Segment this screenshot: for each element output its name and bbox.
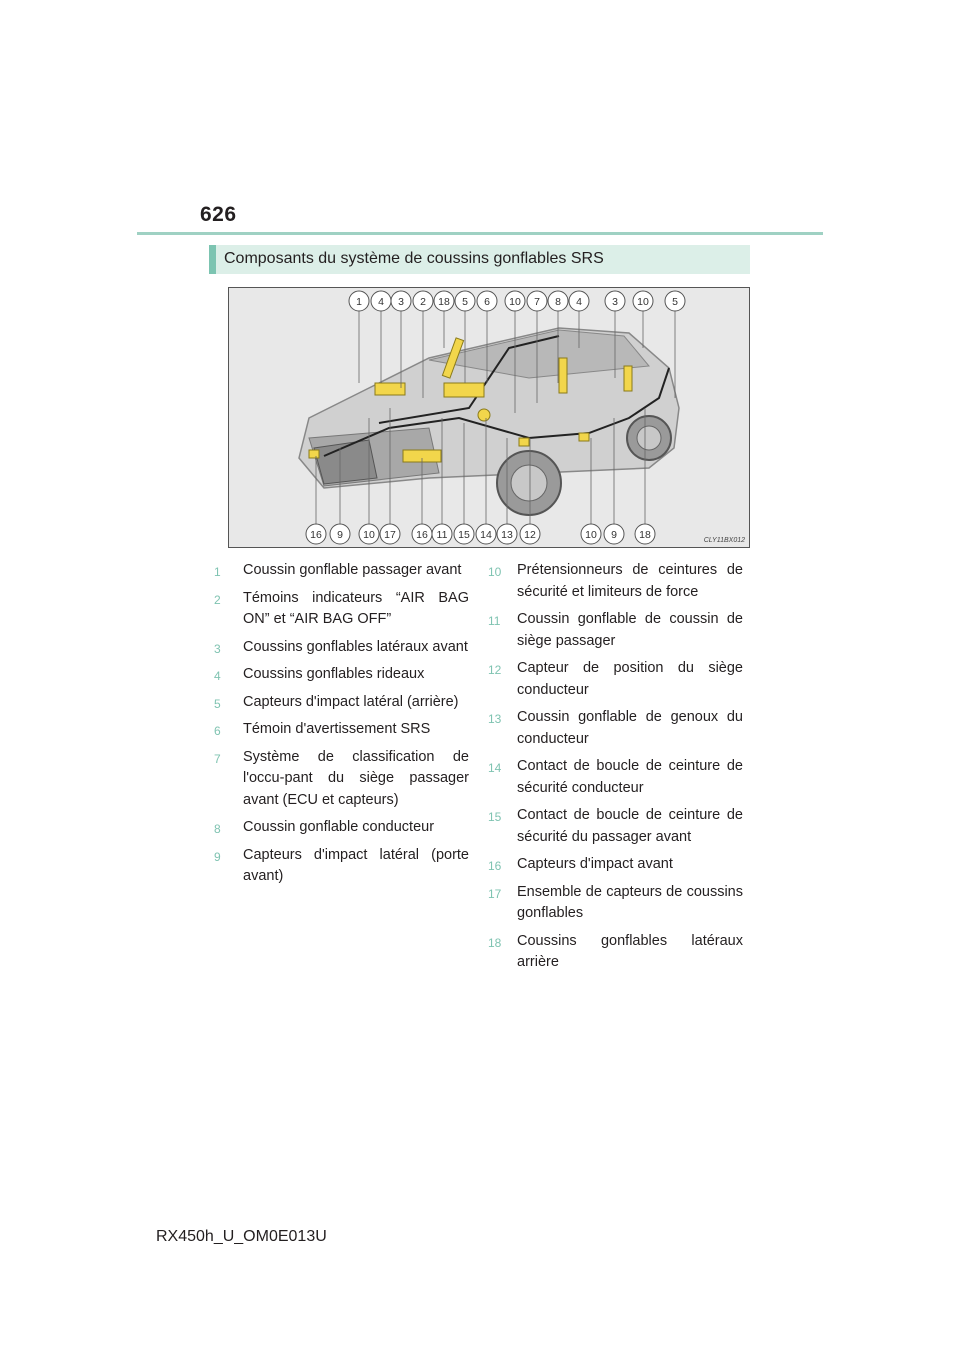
- legend-item-text: Ensemble de capteurs de coussins gonflab…: [517, 884, 743, 922]
- callout-number: 8: [555, 296, 561, 308]
- callout-number: 13: [501, 529, 513, 541]
- legend-item: 13 Coussin gonflable de genoux du conduct…: [488, 707, 743, 750]
- callout-number: 10: [637, 296, 649, 308]
- legend-item-text: Coussin gonflable de coussin de siège pa…: [517, 611, 743, 649]
- legend-item-number: 11: [488, 611, 500, 633]
- legend-item: 1 Coussin gonflable passager avant: [214, 560, 469, 582]
- legend-item: 9 Capteurs d'impact latéral (porte avant): [214, 845, 469, 888]
- legend-column-right: 10 Prétensionneurs de ceintures de sécuri…: [488, 560, 743, 980]
- legend-item: 12 Capteur de position du siège conducteu…: [488, 658, 743, 701]
- legend-item: 4 Coussins gonflables rideaux: [214, 664, 469, 686]
- legend-item-number: 6: [214, 721, 221, 743]
- legend-item-number: 17: [488, 884, 501, 906]
- legend-item-text: Coussin gonflable de genoux du conducteu…: [517, 709, 743, 747]
- legend-item-number: 15: [488, 807, 501, 829]
- callout-number: 1: [356, 296, 362, 308]
- legend-item-text: Témoins indicateurs “AIR BAG ON” et “AIR…: [243, 590, 469, 628]
- callout-number: 12: [524, 529, 536, 541]
- diagram-code: CLY11BX012: [704, 537, 745, 544]
- section-title: Composants du système de coussins gonfla…: [224, 250, 604, 268]
- legend-item-text: Témoin d'avertissement SRS: [243, 721, 430, 737]
- callout-number: 16: [416, 529, 428, 541]
- footer-model-code: RX450h_U_OM0E013U: [156, 1228, 327, 1246]
- callout-number: 11: [437, 529, 448, 541]
- callout-number: 14: [480, 529, 492, 541]
- legend-item-text: Coussin gonflable passager avant: [243, 562, 461, 578]
- legend-item: 18 Coussins gonflables latéraux arrière: [488, 931, 743, 974]
- legend-item-number: 9: [214, 847, 221, 869]
- callout-number: 4: [378, 296, 384, 308]
- callout-number: 5: [462, 296, 468, 308]
- legend-item-number: 1: [214, 562, 221, 584]
- legend-item-text: Coussins gonflables latéraux arrière: [517, 933, 743, 971]
- header-rule: [137, 232, 823, 235]
- legend-item: 8 Coussin gonflable conducteur: [214, 817, 469, 839]
- legend-item: 15 Contact de boucle de ceinture de sécur…: [488, 805, 743, 848]
- legend-item: 11 Coussin gonflable de coussin de siège …: [488, 609, 743, 652]
- legend-item-text: Prétensionneurs de ceintures de sécurité…: [517, 562, 743, 600]
- legend-item: 5 Capteurs d'impact latéral (arrière): [214, 692, 469, 714]
- legend-item-text: Système de classification de l'occu-pant…: [243, 749, 469, 808]
- legend-item-text: Coussins gonflables latéraux avant: [243, 639, 468, 655]
- legend-item-text: Capteurs d'impact latéral (arrière): [243, 694, 459, 710]
- legend-item-number: 18: [488, 933, 501, 955]
- legend-item-number: 8: [214, 819, 221, 841]
- legend-item: 3 Coussins gonflables latéraux avant: [214, 637, 469, 659]
- legend-item: 2 Témoins indicateurs “AIR BAG ON” et “AI…: [214, 588, 469, 631]
- legend-item-number: 3: [214, 639, 221, 661]
- section-header: Composants du système de coussins gonfla…: [209, 245, 750, 274]
- legend-item: 16 Capteurs d'impact avant: [488, 854, 743, 876]
- callout-number: 18: [639, 529, 651, 541]
- legend-item-text: Capteur de position du siège conducteur: [517, 660, 743, 698]
- legend-item-number: 12: [488, 660, 501, 682]
- legend-item-number: 10: [488, 562, 501, 584]
- callout-number: 4: [576, 296, 582, 308]
- legend-item-number: 4: [214, 666, 221, 688]
- callout-number: 6: [484, 296, 490, 308]
- legend-item: 17 Ensemble de capteurs de coussins gonfl…: [488, 882, 743, 925]
- legend-item-number: 13: [488, 709, 501, 731]
- callout-number: 10: [509, 296, 521, 308]
- legend-item-text: Coussin gonflable conducteur: [243, 819, 434, 835]
- legend-item: 10 Prétensionneurs de ceintures de sécuri…: [488, 560, 743, 603]
- legend-item-text: Coussins gonflables rideaux: [243, 666, 424, 682]
- callout-number: 15: [458, 529, 470, 541]
- callout-number: 7: [534, 296, 540, 308]
- legend-item-text: Capteurs d'impact latéral (porte avant): [243, 847, 469, 885]
- callout-number: 5: [672, 296, 678, 308]
- legend-item-number: 2: [214, 590, 221, 612]
- callout-number: 10: [585, 529, 597, 541]
- callout-number: 17: [384, 529, 396, 541]
- legend-item-text: Contact de boucle de ceinture de sécurit…: [517, 758, 743, 796]
- legend-item-text: Capteurs d'impact avant: [517, 856, 673, 872]
- legend-item-number: 14: [488, 758, 501, 780]
- page-number: 626: [200, 203, 237, 227]
- callout-number: 16: [310, 529, 322, 541]
- callout-number: 18: [438, 296, 450, 308]
- legend-item-number: 16: [488, 856, 501, 878]
- legend-item-number: 5: [214, 694, 221, 716]
- callout-number: 9: [611, 529, 617, 541]
- legend-item: 7 Système de classification de l'occu-pan…: [214, 747, 469, 812]
- callout-number: 3: [398, 296, 404, 308]
- callout-number: 3: [612, 296, 618, 308]
- legend-item-number: 7: [214, 749, 221, 771]
- legend-item: 6 Témoin d'avertissement SRS: [214, 719, 469, 741]
- callout-number: 10: [363, 529, 375, 541]
- callout-number: 2: [420, 296, 426, 308]
- legend-item: 14 Contact de boucle de ceinture de sécur…: [488, 756, 743, 799]
- legend-item-text: Contact de boucle de ceinture de sécurit…: [517, 807, 743, 845]
- callout-number: 9: [337, 529, 343, 541]
